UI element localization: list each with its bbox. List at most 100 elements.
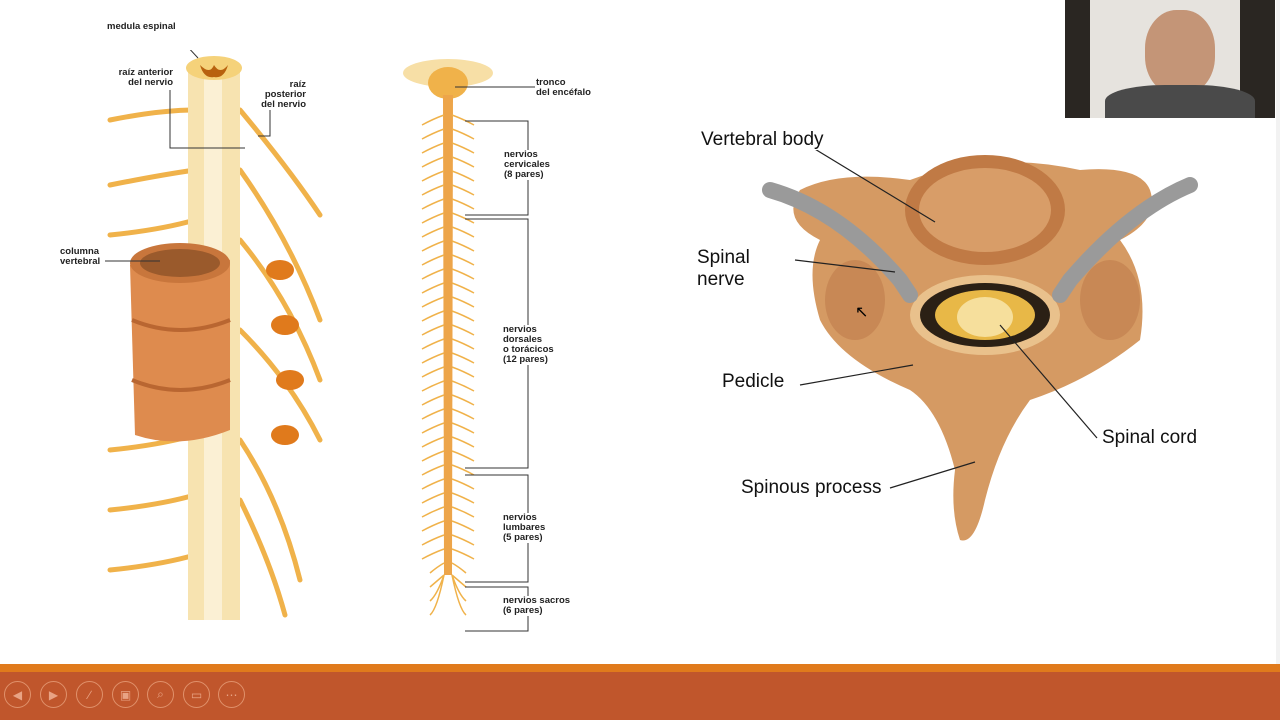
nerve-branch	[421, 408, 445, 420]
label-spinal-nerve: Spinal nerve	[697, 247, 750, 290]
nerve-branch	[421, 436, 445, 448]
nerve-branch	[421, 380, 445, 392]
presentation-slide: medula espinal raíz anterior del nervio …	[60, 21, 1198, 632]
previous-icon: ◀	[12, 687, 23, 702]
label-nervios-lumbares: nervios lumbares (5 pares)	[503, 512, 546, 543]
nerve-branch	[421, 170, 445, 182]
nerve-branch	[421, 212, 445, 224]
ellipsis-icon: ⋯	[225, 687, 238, 702]
spinal-cord-illustration	[105, 50, 323, 620]
nerve-branch	[421, 492, 445, 504]
label-raiz-posterior: raíz posterior del nervio	[261, 79, 306, 110]
more-options-button[interactable]: ⋯	[218, 681, 245, 708]
nerve-branch	[451, 212, 475, 224]
nerve-branch	[451, 520, 475, 532]
nerve-branch	[421, 394, 445, 406]
label-tronco-encefalo: tronco del encéfalo	[536, 77, 591, 98]
nerve-branch	[451, 408, 475, 420]
nerve-branch	[421, 198, 445, 210]
nerve-branch	[421, 156, 445, 168]
nerve-branch	[451, 352, 475, 364]
label-nervios-sacros: nervios sacros (6 pares)	[503, 595, 571, 616]
nerve-branch	[451, 492, 475, 504]
nerve-branch	[451, 534, 475, 546]
nerve-branch	[421, 366, 445, 378]
nerve-branch	[451, 170, 475, 182]
label-columna-vertebral: columna vertebral	[60, 246, 101, 267]
nerve-branch	[421, 310, 445, 322]
nerve-branch	[421, 296, 445, 308]
nerve-branch	[451, 394, 475, 406]
nerve-branch	[451, 184, 475, 196]
nerve-branch	[421, 254, 445, 266]
nerve-branch	[429, 562, 445, 574]
vertebra-illustration	[762, 150, 1198, 541]
nerve-branch	[451, 574, 467, 602]
slides-icon: ▣	[119, 687, 132, 702]
nerve-branch	[421, 128, 445, 140]
label-vertebral-body: Vertebral body	[701, 129, 824, 150]
nerve-branch	[451, 254, 475, 266]
nerve-branch	[421, 142, 445, 154]
nerve-branch	[451, 450, 475, 462]
mouse-cursor-icon: ↖	[855, 304, 869, 321]
nerve-branch	[451, 574, 467, 588]
nerve-branch	[451, 338, 475, 350]
nerve-branch	[421, 520, 445, 532]
see-all-slides-button[interactable]: ▣	[112, 681, 139, 708]
nerve-branch	[421, 268, 445, 280]
label-spinal-cord: Spinal cord	[1102, 427, 1198, 448]
presentation-toolbar	[0, 664, 1280, 720]
nerve-branch	[451, 240, 475, 252]
label-nervios-cervicales: nervios cervicales (8 pares)	[504, 149, 550, 180]
nervous-system-spine-illustration	[403, 59, 535, 632]
pen-button[interactable]: ∕	[76, 681, 103, 708]
nerve-branch	[421, 450, 445, 462]
nerve-branch	[421, 352, 445, 364]
nerve-branch	[421, 184, 445, 196]
nerve-branch	[421, 422, 445, 434]
nerve-branch	[451, 506, 475, 518]
previous-slide-button[interactable]: ◀	[4, 681, 31, 708]
nerve-branch	[421, 338, 445, 350]
nerve-branch	[451, 268, 475, 280]
label-nervios-dorsales: nervios dorsales o torácicos (12 pares)	[503, 324, 554, 365]
nerve-branch	[421, 226, 445, 238]
nerve-branch	[451, 478, 475, 490]
pen-icon: ∕	[88, 687, 91, 702]
nerve-branch	[451, 436, 475, 448]
nerve-branch	[451, 366, 475, 378]
nerve-branch	[451, 198, 475, 210]
nerve-branch	[421, 478, 445, 490]
nerve-branch	[421, 282, 445, 294]
zoom-button[interactable]: ⌕	[147, 681, 174, 708]
nerve-branch	[451, 156, 475, 168]
nerve-branch	[451, 574, 467, 616]
scrollbar[interactable]	[1276, 0, 1280, 664]
nerve-branch	[451, 310, 475, 322]
nerve-branch	[451, 128, 475, 140]
nerve-branch	[451, 226, 475, 238]
label-medula-espinal: medula espinal	[107, 21, 176, 32]
nerve-branch	[421, 464, 445, 476]
next-slide-button[interactable]: ▶	[40, 681, 67, 708]
nerve-branch	[451, 142, 475, 154]
nerve-branch	[451, 282, 475, 294]
nerve-branch	[451, 548, 475, 560]
next-icon: ▶	[48, 687, 59, 702]
screen-icon: ▭	[190, 687, 203, 702]
nerve-branch	[421, 534, 445, 546]
nerve-branch	[421, 324, 445, 336]
nerve-branch	[451, 114, 475, 126]
nerve-branch	[429, 574, 445, 588]
magnifier-icon: ⌕	[157, 687, 164, 701]
nerve-branch	[429, 574, 445, 602]
nerve-branch	[421, 506, 445, 518]
subtitles-button[interactable]: ▭	[183, 681, 210, 708]
label-spinous-process: Spinous process	[741, 477, 882, 498]
nerve-branch	[421, 240, 445, 252]
nerve-branch	[451, 296, 475, 308]
nerve-branch	[451, 562, 467, 574]
label-raiz-anterior: raíz anterior del nervio	[118, 67, 173, 88]
nerve-branch	[421, 114, 445, 126]
